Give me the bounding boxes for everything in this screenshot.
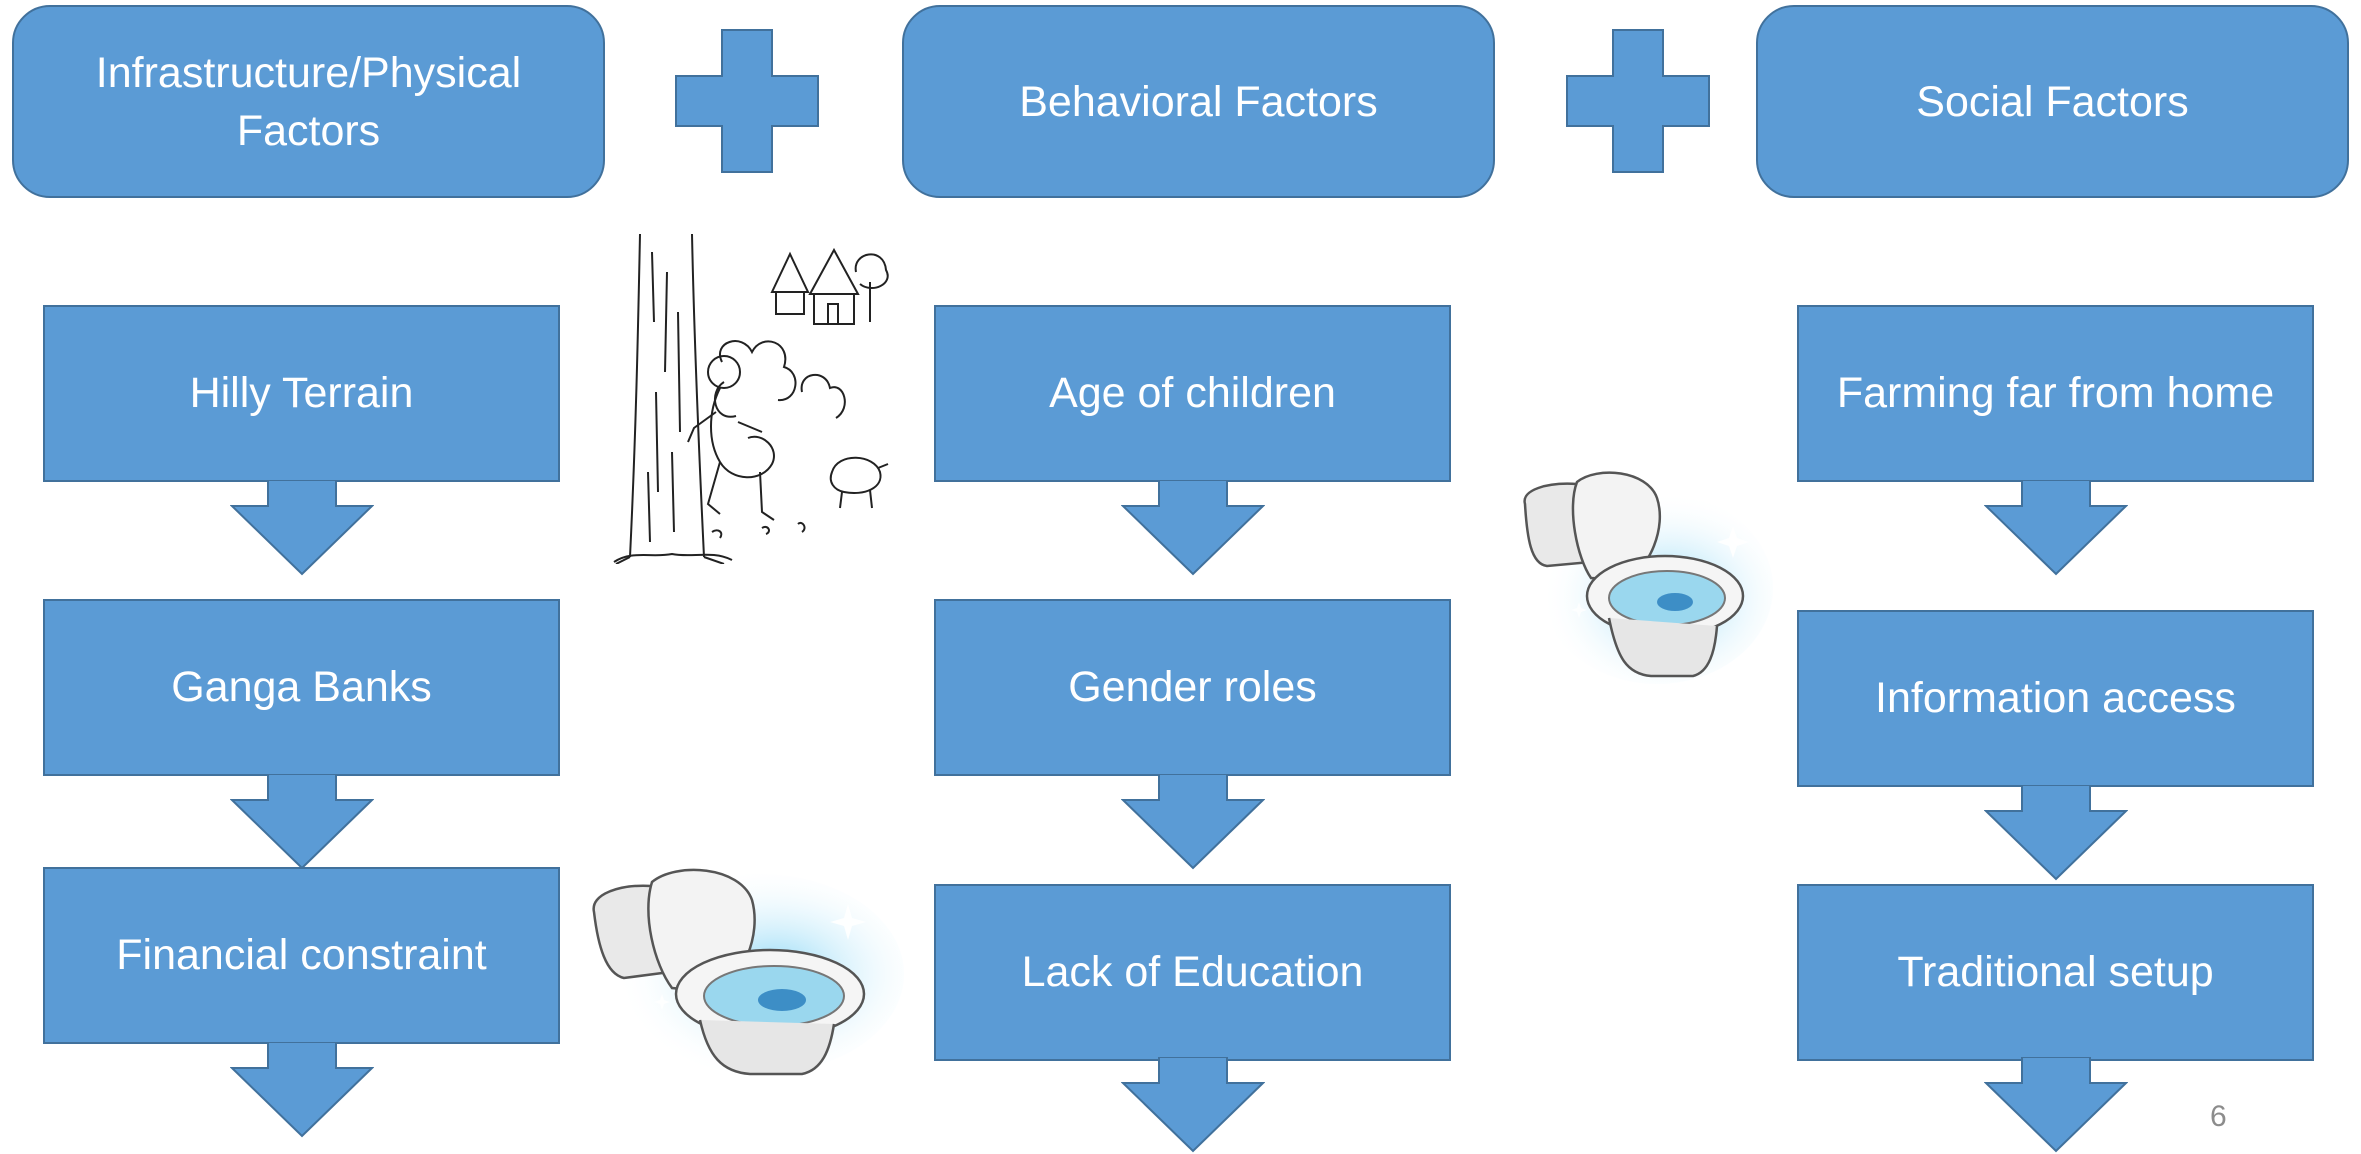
open-defecation-illustration: [613, 233, 889, 564]
factor-label: Financial constraint: [116, 931, 487, 979]
down-arrow-icon: [230, 1042, 374, 1138]
page-number: 6: [2210, 1100, 2227, 1133]
factor-box: Ganga Banks: [43, 599, 560, 776]
down-arrow-icon: [1984, 480, 2128, 576]
toilet-illustration: [592, 868, 904, 1076]
factor-box: Traditional setup: [1797, 884, 2314, 1061]
header-social-label: Social Factors: [1916, 77, 2189, 126]
factor-label: Hilly Terrain: [189, 369, 414, 417]
header-behavioral: Behavioral Factors: [902, 5, 1495, 198]
factor-box: Lack of Education: [934, 884, 1451, 1061]
factor-label: Lack of Education: [1021, 948, 1364, 996]
down-arrow-icon: [1984, 785, 2128, 881]
toilet-illustration: [1523, 471, 1773, 684]
down-arrow-icon: [1984, 1057, 2128, 1153]
factor-label: Farming far from home: [1836, 369, 2275, 417]
factor-box: Financial constraint: [43, 867, 560, 1044]
factor-box: Farming far from home: [1797, 305, 2314, 482]
factor-box: Information access: [1797, 610, 2314, 787]
header-behavioral-label: Behavioral Factors: [1019, 77, 1378, 126]
factor-box: Age of children: [934, 305, 1451, 482]
factor-box: Gender roles: [934, 599, 1451, 776]
factor-label: Ganga Banks: [171, 663, 432, 711]
down-arrow-icon: [1121, 774, 1265, 870]
down-arrow-icon: [230, 774, 374, 870]
down-arrow-icon: [1121, 1057, 1265, 1153]
factor-label: Age of children: [1049, 369, 1336, 417]
header-infrastructure-label: Infrastructure/Physical Factors: [95, 48, 522, 155]
down-arrow-icon: [1121, 480, 1265, 576]
down-arrow-icon: [230, 480, 374, 576]
plus-icon: [675, 29, 819, 173]
factor-box: Hilly Terrain: [43, 305, 560, 482]
header-social: Social Factors: [1756, 5, 2349, 198]
plus-icon: [1566, 29, 1710, 173]
factor-label: Information access: [1875, 674, 2236, 722]
header-infrastructure: Infrastructure/Physical Factors: [12, 5, 605, 198]
factor-label: Traditional setup: [1897, 948, 2214, 996]
factor-label: Gender roles: [1068, 663, 1317, 711]
